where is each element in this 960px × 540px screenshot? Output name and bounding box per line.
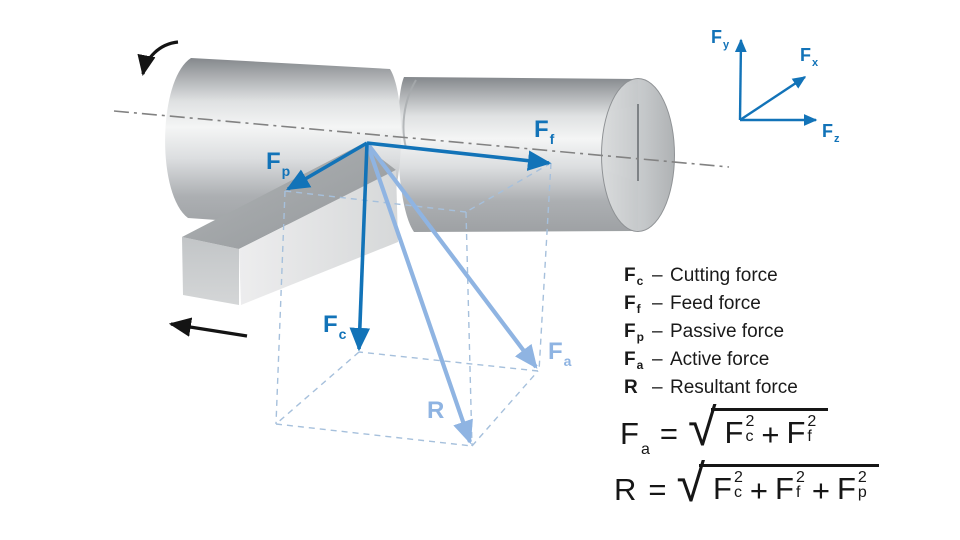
equals-sign: = <box>648 472 667 507</box>
plus-sign: + <box>761 417 780 452</box>
legend-label: Resultant force <box>670 377 798 398</box>
legend-dash: – <box>652 349 663 370</box>
fx-axis-label: Fx <box>800 45 819 69</box>
tool-front-face <box>239 170 398 305</box>
legend-dash: – <box>652 265 663 286</box>
fc-arrow <box>349 142 371 352</box>
fa-arrow <box>365 141 538 369</box>
cutting-tool <box>182 144 398 305</box>
fy-axis <box>734 38 747 121</box>
workpiece-centerline <box>113 110 730 168</box>
workpiece-machined-section <box>397 77 638 232</box>
tool-top-face <box>182 144 396 249</box>
legend-label: Cutting force <box>670 265 778 286</box>
legend-item-resultant: R – Resultant force <box>624 378 798 403</box>
legend-dash: – <box>652 321 663 342</box>
rotation-arrow-icon <box>137 40 179 77</box>
ff-label: Ff <box>534 116 555 147</box>
legend-symbol: Fc <box>624 265 644 288</box>
legend-symbol: Fa <box>624 349 644 372</box>
fx-axis <box>739 75 807 122</box>
legend-dash: – <box>652 377 663 398</box>
fc-label: Fc <box>323 311 347 342</box>
legend-symbol: Ff <box>624 293 641 316</box>
plus-sign: + <box>811 473 830 508</box>
legend-dash: – <box>652 293 663 314</box>
fa-label: Fa <box>548 338 572 369</box>
legend-label: Passive force <box>670 321 785 342</box>
fp-arrow <box>285 141 368 191</box>
legend-item-feed: Ff – Feed force <box>624 294 798 319</box>
force-legend: Fc – Cutting force Ff – Feed force Fp – … <box>624 266 798 403</box>
r-label: R <box>427 397 445 424</box>
legend-symbol: Fp <box>624 321 644 344</box>
ff-arrow <box>366 141 552 171</box>
plus-sign: + <box>749 473 768 508</box>
shoulder-fillet <box>402 79 417 149</box>
fy-axis-label: Fy <box>711 27 730 51</box>
sqrt-icon: √ <box>687 399 717 457</box>
tool-end-face <box>182 237 239 305</box>
legend-label: Active force <box>670 349 770 370</box>
legend-label: Feed force <box>670 293 761 314</box>
fp-label: Fp <box>266 148 291 179</box>
sqrt-icon: √ <box>676 455 706 513</box>
force-parallelepiped <box>275 162 552 447</box>
r-arrow <box>365 142 473 445</box>
coordinate-axes <box>734 38 818 126</box>
feed-arrow-icon <box>168 317 248 338</box>
legend-item-active: Fa – Active force <box>624 350 798 375</box>
fz-axis-label: Fz <box>822 121 840 145</box>
legend-symbol: R <box>624 377 638 398</box>
legend-item-passive: Fp – Passive force <box>624 322 798 347</box>
legend-item-cutting: Fc – Cutting force <box>624 266 798 291</box>
formula-lhs: R <box>614 472 637 507</box>
equals-sign: = <box>659 416 678 451</box>
